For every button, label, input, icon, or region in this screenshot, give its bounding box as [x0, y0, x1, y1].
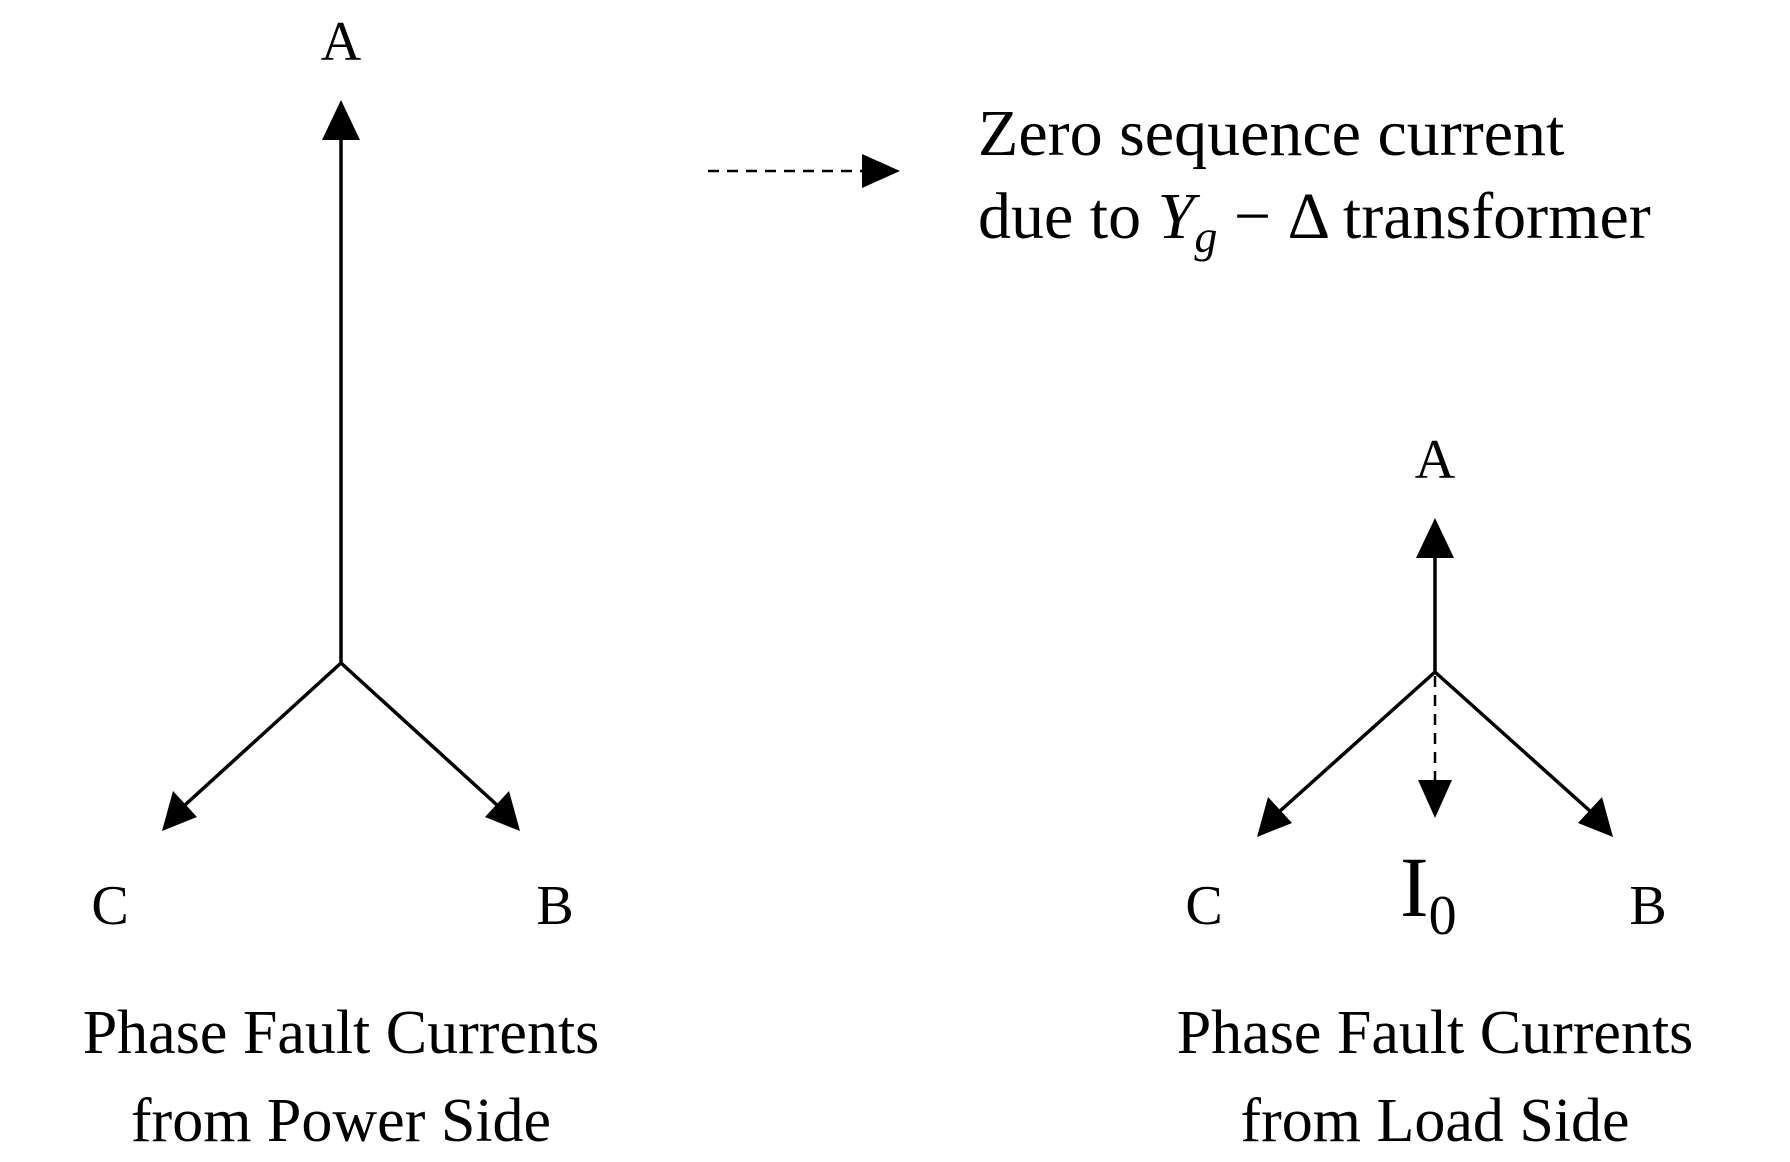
i0-subscript: 0 — [1429, 885, 1457, 947]
legend-line2: due to Yg − Δ transformer — [978, 180, 1651, 262]
power-phasor-b — [339, 661, 499, 807]
load-phasor-b — [1433, 670, 1592, 813]
power-label-c: C — [91, 875, 128, 937]
i0-letter: I — [1400, 839, 1429, 935]
power-phasor-c — [183, 661, 343, 807]
power-phasor-b-arrowhead — [485, 791, 520, 831]
power-label-a: A — [321, 11, 362, 73]
load-phasor-a-arrowhead — [1416, 518, 1454, 558]
legend-line2-suffix: transformer — [1326, 180, 1650, 253]
legend-y-subscript: g — [1194, 211, 1217, 262]
load-label-b: B — [1629, 875, 1666, 937]
legend-arrowhead — [862, 154, 900, 188]
load-phasor-c-arrowhead — [1257, 797, 1292, 837]
load-label-a: A — [1415, 429, 1456, 491]
power-side-phasors: A B C Phase Fault Currents from Power Si… — [83, 11, 600, 1155]
load-phasor-i0-arrowhead — [1418, 780, 1452, 818]
load-caption-line2: from Load Side — [1240, 1087, 1629, 1155]
load-label-i0: I0 — [1400, 839, 1457, 947]
load-side-phasors: A B C I0 Phase Fault Currents from Load … — [1177, 429, 1694, 1155]
legend-line2-prefix: due to — [978, 180, 1158, 253]
power-caption-line2: from Power Side — [131, 1087, 551, 1155]
power-phasor-c-arrowhead — [162, 791, 197, 831]
legend-minus: − — [1217, 180, 1287, 253]
power-phasor-a-arrowhead — [322, 100, 360, 140]
power-caption-line1: Phase Fault Currents — [83, 999, 600, 1067]
load-label-c: C — [1185, 875, 1222, 937]
legend-y-symbol: Y — [1158, 180, 1201, 253]
power-label-b: B — [536, 875, 573, 937]
legend-line1: Zero sequence current — [978, 97, 1564, 170]
legend: Zero sequence current due to Yg − Δ tran… — [708, 97, 1651, 262]
load-phasor-c — [1278, 670, 1437, 813]
load-caption-line1: Phase Fault Currents — [1177, 999, 1694, 1067]
load-phasor-b-arrowhead — [1578, 797, 1613, 837]
legend-delta-symbol: Δ — [1288, 180, 1328, 253]
